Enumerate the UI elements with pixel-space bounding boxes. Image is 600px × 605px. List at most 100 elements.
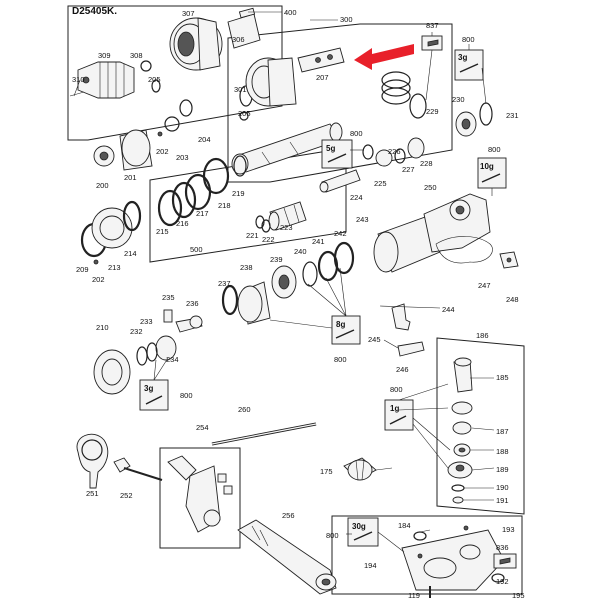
- frame-side-handle-254: [159, 447, 241, 549]
- grease-box-10g: 10g: [477, 157, 507, 189]
- grease-box-1g: 1g: [384, 399, 414, 431]
- label-309: 309: [98, 51, 111, 60]
- label-242: 242: [334, 229, 347, 238]
- grease-label-5g: 5g: [326, 144, 335, 153]
- chuck-adapter-307: [169, 17, 223, 71]
- label-216: 216: [176, 219, 189, 228]
- label-202-b: 202: [92, 275, 105, 284]
- label-205-b: 205: [238, 109, 251, 118]
- label-400: 400: [284, 8, 297, 17]
- ring-205: [239, 111, 249, 121]
- label-237: 237: [218, 279, 231, 288]
- label-836: 836: [496, 543, 509, 552]
- label-254: 254: [196, 423, 209, 432]
- label-310: 310: [72, 75, 85, 84]
- label-229: 229: [426, 107, 439, 116]
- label-209: 209: [76, 265, 89, 274]
- label-205-a: 205: [148, 75, 161, 84]
- label-236: 236: [186, 299, 199, 308]
- ring-218: [202, 157, 230, 195]
- cylinder-243: [373, 215, 441, 273]
- label-210: 210: [96, 323, 109, 332]
- label-240: 240: [294, 247, 307, 256]
- grease-label-3g-top: 3g: [458, 53, 467, 62]
- label-200: 200: [96, 181, 109, 190]
- armature-175: [343, 457, 393, 481]
- label-246: 246: [396, 365, 409, 374]
- ring-308: [140, 60, 152, 72]
- bearing-239: [271, 265, 297, 299]
- part-number-labels: 400 307 306 300 837 800 309 308 205 310 …: [72, 8, 525, 600]
- connecting-rod-236: [175, 315, 203, 333]
- ball-202: [93, 259, 99, 265]
- grease-label-30g: 30g: [352, 522, 366, 531]
- bearing-200: [93, 145, 115, 167]
- label-248: 248: [506, 295, 519, 304]
- screw-193: [463, 525, 469, 531]
- ring-231: [479, 102, 493, 126]
- label-800-f: 800: [180, 391, 193, 400]
- ring-232: [136, 346, 148, 366]
- label-217: 217: [196, 209, 209, 218]
- washer-191: [452, 496, 464, 504]
- label-308: 308: [130, 51, 143, 60]
- gear-189: [447, 461, 473, 479]
- ring-229: [409, 93, 427, 119]
- sleeve-306: [227, 7, 261, 49]
- label-233: 233: [140, 317, 153, 326]
- label-201: 201: [124, 173, 137, 182]
- ring-205-top: [151, 79, 161, 93]
- washer-190: [451, 484, 465, 492]
- label-800-e: 800: [390, 385, 403, 394]
- label-306: 306: [232, 35, 245, 44]
- label-192: 192: [496, 577, 509, 586]
- ring-217: [184, 173, 212, 211]
- label-260: 260: [238, 405, 251, 414]
- circlip-237: [221, 284, 239, 316]
- label-800-c: 800: [488, 145, 501, 154]
- label-300: 300: [340, 15, 353, 24]
- frame-gear-case-194: [331, 515, 523, 595]
- label-190: 190: [496, 483, 509, 492]
- grease-label-8g: 8g: [336, 320, 345, 329]
- label-202-a: 202: [156, 147, 169, 156]
- label-800-b: 800: [350, 129, 363, 138]
- grease-box-3g-bottom: 3g: [139, 379, 169, 411]
- label-185: 185: [496, 373, 509, 382]
- ring-203: [164, 116, 180, 132]
- label-186: 186: [476, 331, 489, 340]
- label-243: 243: [356, 215, 369, 224]
- spindle-body: [245, 57, 297, 107]
- grease-packet-836: [493, 553, 517, 569]
- label-251: 251: [86, 489, 99, 498]
- grease-label-1g: 1g: [390, 404, 399, 413]
- grease-box-8g: 8g: [331, 315, 361, 345]
- label-247: 247: [478, 281, 491, 290]
- label-175: 175: [320, 467, 333, 476]
- keyless-chuck-309: [77, 61, 135, 99]
- label-219: 219: [232, 189, 245, 198]
- gear-case-194: [401, 529, 505, 591]
- rotor-shaft-185: [453, 357, 473, 393]
- switch-248: [499, 251, 519, 269]
- frame-chuck-assembly-400: [67, 5, 283, 141]
- grease-box-30g: 30g: [347, 517, 379, 547]
- ring-222: [261, 219, 271, 233]
- label-235: 235: [162, 293, 175, 302]
- ring-215: [157, 189, 183, 227]
- label-204: 204: [198, 135, 211, 144]
- label-222: 222: [262, 235, 275, 244]
- bolt-252: [113, 457, 163, 481]
- label-232: 232: [130, 327, 143, 336]
- model-title: D25405K.: [72, 6, 117, 17]
- label-214: 214: [124, 249, 137, 258]
- bearing-230: [455, 111, 477, 137]
- spring-229: [381, 71, 411, 105]
- leader-lines: [73, 11, 495, 553]
- label-238: 238: [240, 263, 253, 272]
- label-244: 244: [442, 305, 455, 314]
- label-224: 224: [350, 193, 363, 202]
- label-213: 213: [108, 263, 121, 272]
